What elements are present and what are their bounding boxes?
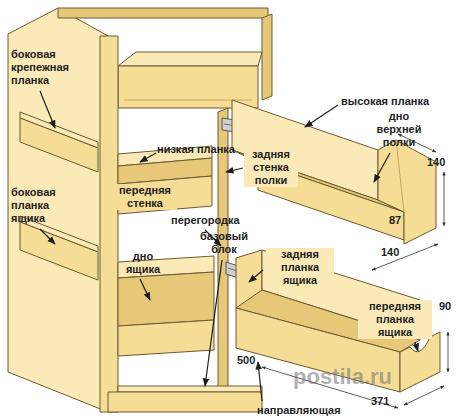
base-block-front (108, 392, 262, 412)
dimension-value: 90 (438, 300, 452, 313)
leader-lines (40, 91, 418, 401)
dimension-line (372, 244, 438, 270)
dimension-value: 140 (426, 156, 446, 169)
dimension-value: 140 (380, 246, 400, 259)
leader-line (374, 153, 390, 182)
leader-line (40, 91, 55, 128)
leader-line (40, 229, 55, 244)
side-mount-board (20, 118, 98, 172)
dimension-value: 500 (236, 354, 256, 367)
part-label: боковая планка ящика (10, 186, 74, 225)
leader-line (140, 153, 156, 162)
inner-drawer-floor (118, 272, 214, 326)
part-label: высокая планка (340, 95, 430, 108)
part-label: дно верхней полки (368, 110, 430, 149)
part-label: задняя планка ящика (266, 248, 334, 287)
part-label: направляющая (256, 404, 342, 417)
leader-line (249, 270, 263, 282)
leader-line (226, 168, 243, 172)
shelf-end-piece (378, 140, 436, 244)
dimension-value: 371 (370, 395, 390, 408)
leader-line (258, 362, 262, 401)
part-label: задняя стенка полки (244, 148, 298, 187)
base-block (118, 386, 262, 392)
front-rail-top (118, 52, 262, 66)
part-label: базовый блок (196, 230, 252, 256)
leader-line (140, 279, 150, 300)
part-label: перегородка (170, 214, 241, 227)
dimension-line (404, 386, 444, 405)
part-label: низкая планка (156, 143, 236, 156)
front-stile (100, 36, 118, 412)
back-panel (262, 14, 272, 100)
inner-drawer-front (118, 320, 214, 356)
part-label: дно ящика (116, 250, 170, 276)
side-panel (8, 8, 108, 412)
top-rail (58, 8, 268, 18)
part-label: передняя стенка (113, 184, 177, 210)
dimension-line (444, 172, 445, 226)
dimension-line (448, 332, 449, 372)
leader-line (205, 260, 222, 386)
drawer-side-board (20, 222, 98, 280)
part-label: боковая крепежная планка (10, 48, 82, 87)
leader-line (305, 105, 338, 127)
dimension-value: 87 (388, 214, 402, 227)
leader-line (415, 342, 418, 351)
part-label: передняя планка ящика (358, 300, 432, 339)
watermark: postila.ru (292, 364, 393, 390)
drawer-front-plank (400, 332, 440, 392)
